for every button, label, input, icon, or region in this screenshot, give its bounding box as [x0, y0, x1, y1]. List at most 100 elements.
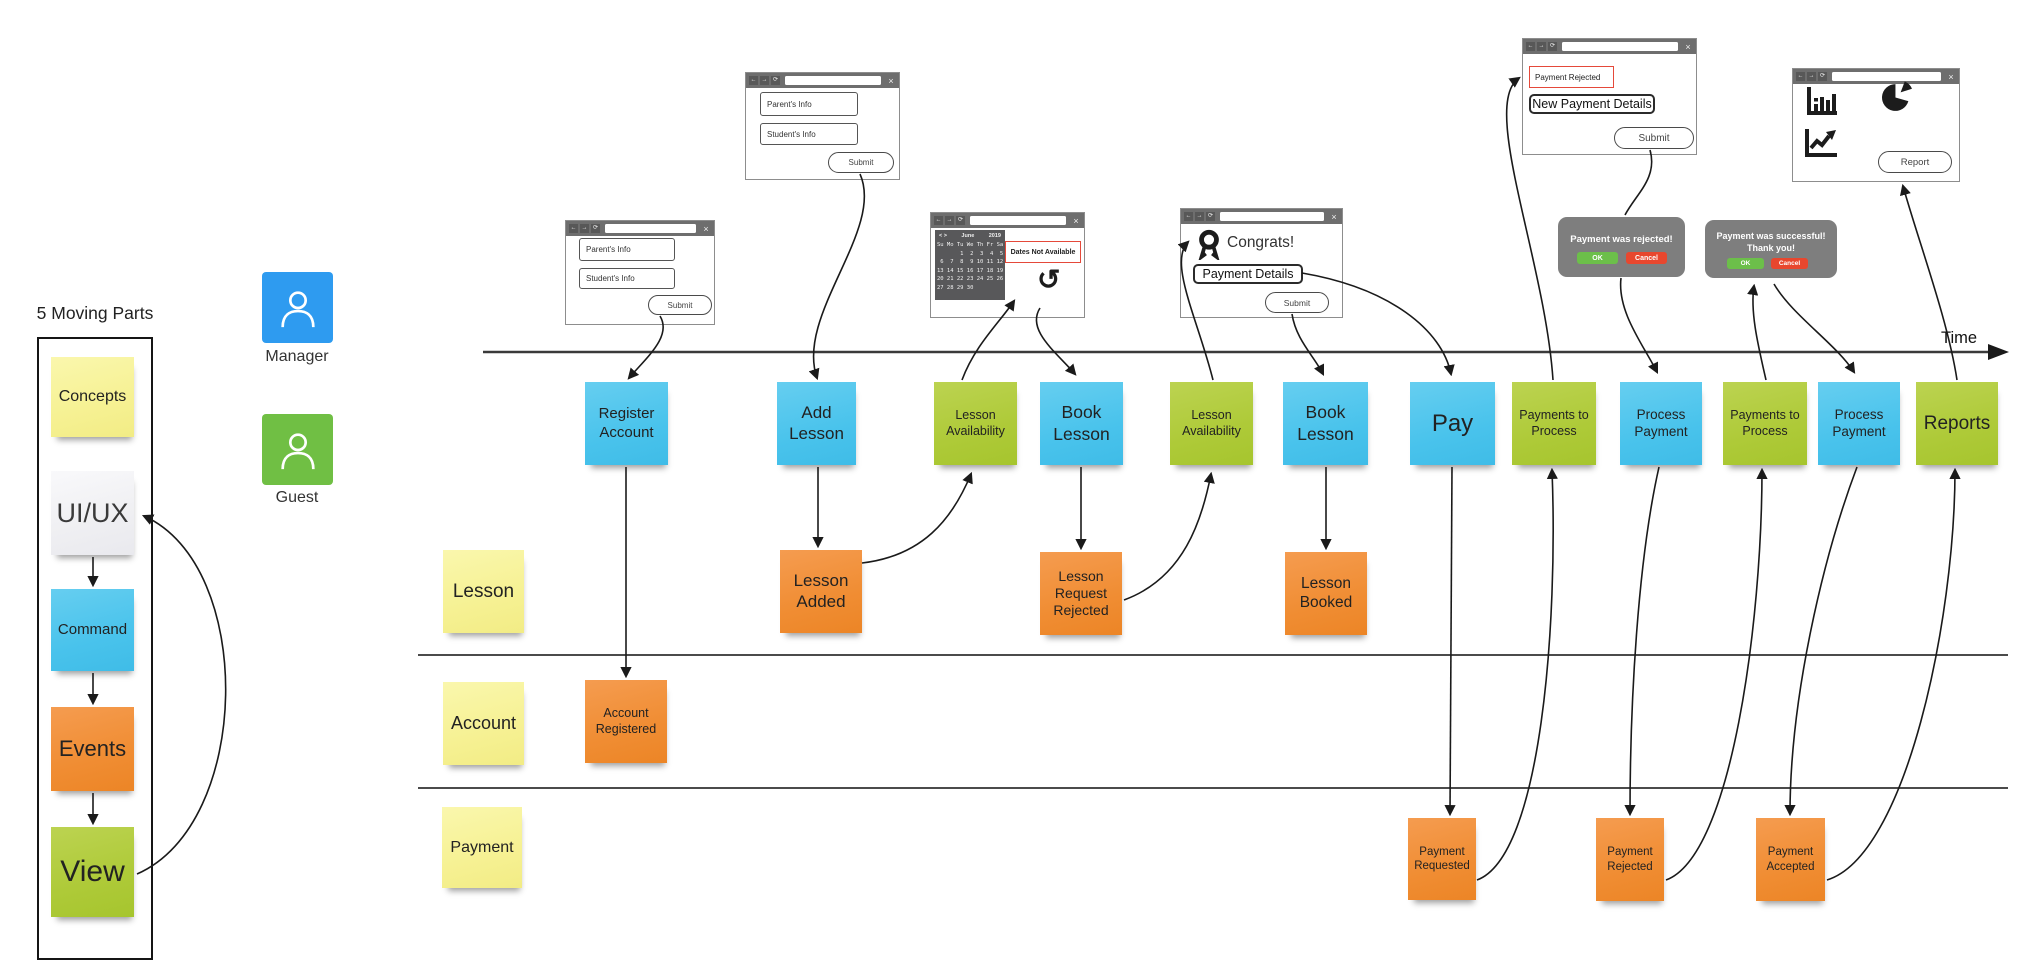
- legend-sticky-view[interactable]: View: [51, 827, 134, 917]
- refresh-icon[interactable]: ⟳: [1818, 72, 1827, 81]
- event-sticky-lesson-request-rejected[interactable]: Lesson Request Rejected: [1040, 552, 1122, 635]
- legend-sticky-events[interactable]: Events: [51, 707, 134, 791]
- undo-icon[interactable]: ↺: [1037, 264, 1061, 295]
- command-sticky-register-account[interactable]: Register Account: [585, 382, 668, 465]
- submit-button[interactable]: Submit: [828, 152, 894, 173]
- refresh-icon[interactable]: ⟳: [1548, 42, 1557, 51]
- actor-manager[interactable]: [262, 272, 333, 343]
- command-sticky-book-lesson-2[interactable]: Book Lesson: [1283, 382, 1368, 465]
- calendar-month: June: [961, 233, 975, 239]
- ok-button[interactable]: OK: [1577, 252, 1618, 264]
- event-sticky-account-registered[interactable]: Account Registered: [585, 680, 667, 763]
- close-icon[interactable]: ×: [888, 75, 894, 86]
- close-icon[interactable]: ×: [1948, 71, 1954, 82]
- arrow-form2-add-lesson: [808, 173, 866, 381]
- calendar-week[interactable]: 6 7 8 9 10 11 12: [937, 259, 1004, 266]
- arrow-rejected-event-to-process2: [1665, 467, 1768, 881]
- back-icon[interactable]: ←: [1796, 72, 1805, 81]
- event-sticky-payment-accepted[interactable]: Payment Accepted: [1756, 818, 1825, 901]
- command-sticky-process-payment-1[interactable]: Process Payment: [1620, 382, 1702, 465]
- url-bar[interactable]: [1562, 42, 1678, 51]
- legend-sticky-command[interactable]: Command: [51, 589, 134, 671]
- forward-icon[interactable]: →: [945, 216, 954, 225]
- students-info-field[interactable]: Student's Info: [760, 123, 858, 145]
- view-sticky-lesson-availability-2[interactable]: Lesson Availability: [1170, 382, 1253, 465]
- browser-chrome: ← → ⟳ ×: [566, 221, 714, 236]
- payment-details-button[interactable]: Payment Details: [1193, 264, 1303, 284]
- calendar-week[interactable]: 1 2 3 4 5: [937, 250, 1004, 257]
- back-icon[interactable]: ←: [749, 76, 758, 85]
- arrow-reports-report-window: [1900, 183, 1958, 381]
- forward-icon[interactable]: →: [1807, 72, 1816, 81]
- forward-icon[interactable]: →: [760, 76, 769, 85]
- timeline-label: Time: [1941, 329, 1978, 347]
- forward-icon[interactable]: →: [1537, 42, 1546, 51]
- cancel-button[interactable]: Cancel: [1626, 252, 1667, 264]
- parents-info-field[interactable]: Parent's Info: [760, 92, 858, 116]
- url-bar[interactable]: [1832, 72, 1941, 81]
- forward-icon[interactable]: →: [580, 224, 589, 233]
- view-sticky-payments-to-process-1[interactable]: Payments to Process: [1512, 382, 1596, 465]
- command-sticky-process-payment-2[interactable]: Process Payment: [1818, 382, 1900, 465]
- lane-label-account[interactable]: Account: [443, 682, 524, 765]
- refresh-icon[interactable]: ⟳: [956, 216, 965, 225]
- refresh-icon[interactable]: ⟳: [591, 224, 600, 233]
- lane-label-payment[interactable]: Payment: [442, 807, 522, 888]
- url-bar[interactable]: [605, 224, 696, 233]
- command-sticky-book-lesson-1[interactable]: Book Lesson: [1040, 382, 1123, 465]
- cancel-button[interactable]: Cancel: [1771, 258, 1808, 269]
- report-button[interactable]: Report: [1878, 151, 1952, 173]
- calendar-week[interactable]: 27 28 29 30: [937, 284, 974, 291]
- actor-guest[interactable]: [262, 414, 333, 485]
- view-sticky-lesson-availability-1[interactable]: Lesson Availability: [934, 382, 1017, 465]
- calendar-nav-arrows[interactable]: < >: [939, 233, 947, 239]
- url-bar[interactable]: [970, 216, 1066, 225]
- arrow-process-payment1-rejected-event: [1624, 466, 1660, 817]
- url-bar[interactable]: [785, 76, 881, 85]
- pie-chart-icon: [1882, 81, 1912, 111]
- lane-label-lesson[interactable]: Lesson: [443, 550, 524, 633]
- calendar-week[interactable]: 20 21 22 23 24 25 26: [937, 276, 1004, 283]
- event-sticky-payment-rejected[interactable]: Payment Rejected: [1596, 818, 1664, 901]
- back-icon[interactable]: ←: [1184, 212, 1193, 221]
- close-icon[interactable]: ×: [1073, 215, 1079, 226]
- submit-button[interactable]: Submit: [1614, 127, 1694, 149]
- event-sticky-lesson-booked[interactable]: Lesson Booked: [1285, 552, 1367, 635]
- students-info-field[interactable]: Student's Info: [579, 268, 675, 289]
- view-sticky-reports[interactable]: Reports: [1916, 382, 1998, 465]
- calendar-widget[interactable]: < > June 2019 Su Mo Tu We Th Fr Sa 1 2 3…: [935, 230, 1005, 300]
- forward-icon[interactable]: →: [1195, 212, 1204, 221]
- event-sticky-payment-requested[interactable]: Payment Requested: [1408, 818, 1476, 900]
- command-sticky-add-lesson[interactable]: Add Lesson: [777, 382, 856, 465]
- back-icon[interactable]: ←: [569, 224, 578, 233]
- back-icon[interactable]: ←: [1526, 42, 1535, 51]
- view-sticky-payments-to-process-2[interactable]: Payments to Process: [1723, 382, 1807, 465]
- close-icon[interactable]: ×: [1685, 41, 1691, 52]
- legend-title: 5 Moving Parts: [36, 303, 154, 323]
- arrow-congrats-submit-book-lesson2: [1291, 313, 1325, 377]
- legend-sticky-concepts[interactable]: Concepts: [51, 357, 134, 437]
- close-icon[interactable]: ×: [1331, 211, 1337, 222]
- wireframe-reports: ← → ⟳ × Report: [1792, 68, 1960, 182]
- legend-sticky-uiux[interactable]: UI/UX: [51, 471, 134, 555]
- new-payment-details-button[interactable]: New Payment Details: [1529, 94, 1655, 114]
- refresh-icon[interactable]: ⟳: [771, 76, 780, 85]
- event-sticky-lesson-added[interactable]: Lesson Added: [780, 550, 862, 633]
- submit-button[interactable]: Submit: [1265, 292, 1329, 313]
- arrow-process-payment2-accepted-event: [1784, 466, 1858, 817]
- dialog-message: Payment was successful!: [1716, 231, 1826, 241]
- browser-chrome: ← → ⟳ ×: [931, 213, 1084, 228]
- close-icon[interactable]: ×: [703, 223, 709, 234]
- arrow-to-process2-success-dialog: [1747, 283, 1767, 381]
- submit-button[interactable]: Submit: [648, 295, 712, 315]
- refresh-icon[interactable]: ⟳: [1206, 212, 1215, 221]
- actor-guest-label: Guest: [275, 489, 319, 506]
- dates-not-available-alert: Dates Not Available: [1005, 241, 1081, 263]
- calendar-week[interactable]: 13 14 15 16 17 18 19: [937, 267, 1004, 274]
- url-bar[interactable]: [1220, 212, 1324, 221]
- ok-button[interactable]: OK: [1727, 258, 1764, 269]
- back-icon[interactable]: ←: [934, 216, 943, 225]
- parents-info-field[interactable]: Parent's Info: [579, 238, 675, 261]
- command-sticky-pay[interactable]: Pay: [1410, 382, 1495, 465]
